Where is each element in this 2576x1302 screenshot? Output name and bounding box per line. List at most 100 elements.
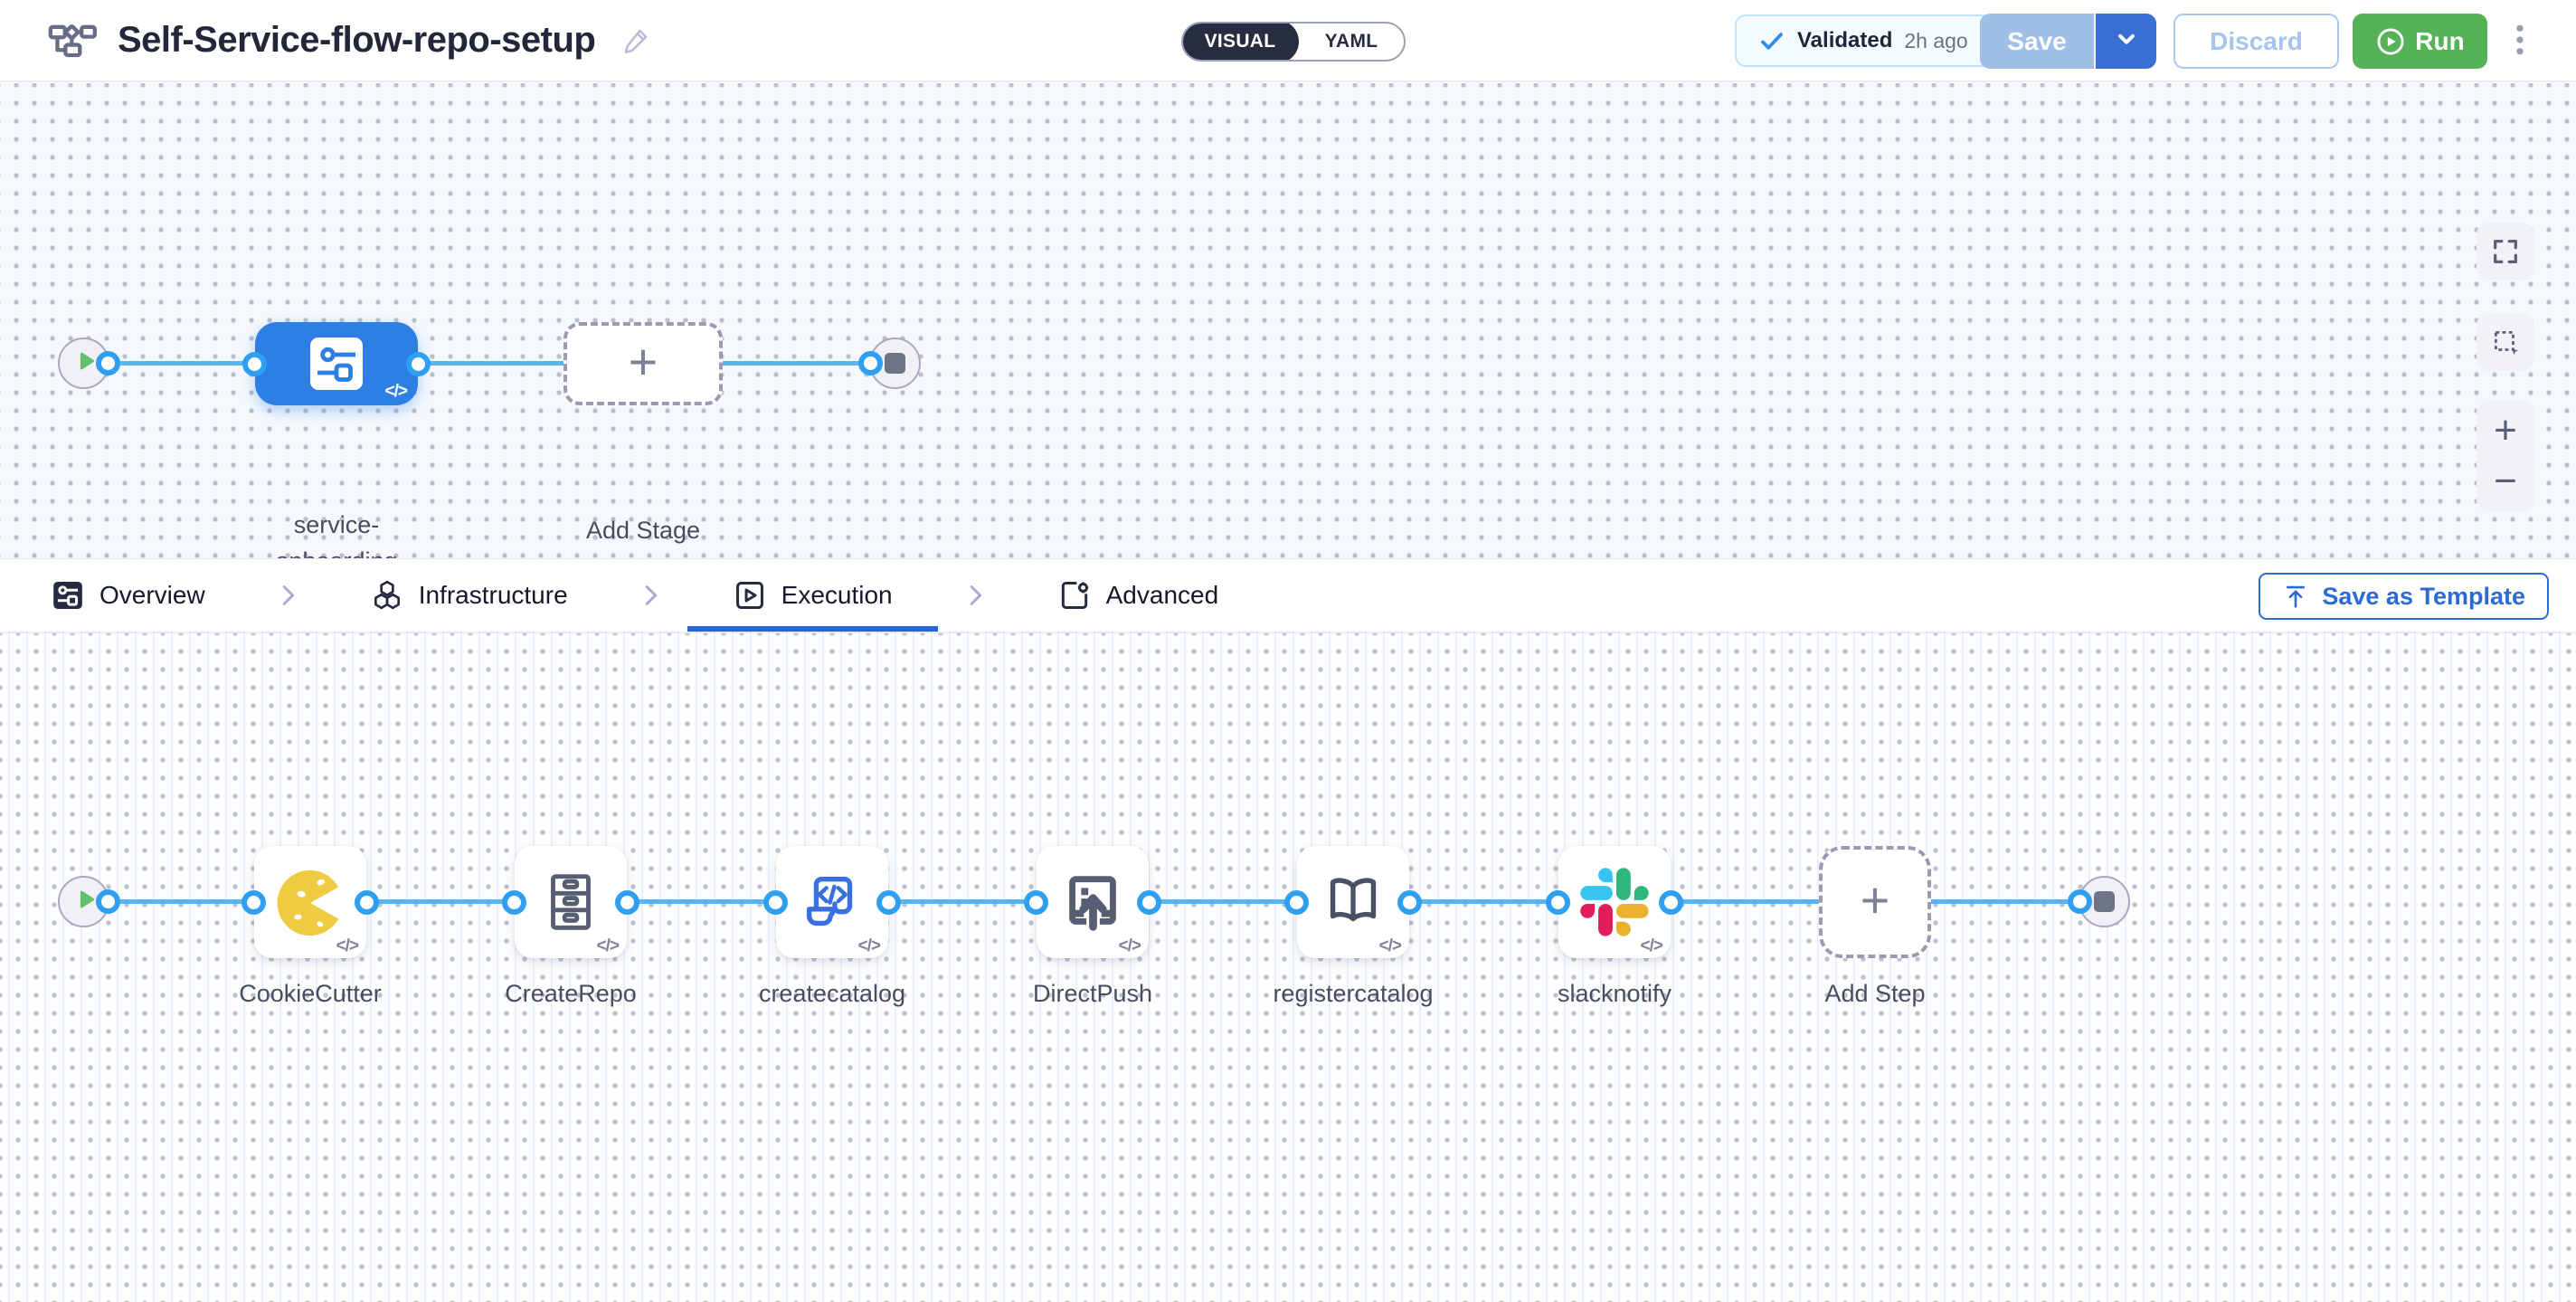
step-name-label: slacknotify <box>1557 980 1672 1007</box>
step-node-slacknotify[interactable]: </> <box>1546 846 1683 958</box>
toggle-yaml[interactable]: YAML <box>1324 31 1378 52</box>
chevron-right-icon <box>961 582 989 609</box>
zoom-in-icon: + <box>2494 408 2517 452</box>
step-name-label: registercatalog <box>1273 980 1434 1007</box>
run-play-icon <box>2375 26 2406 57</box>
execution-icon <box>733 578 767 613</box>
save-split-button: Save <box>1980 14 2156 69</box>
run-button[interactable]: Run <box>2353 14 2487 69</box>
step-node-createrepo[interactable]: </> <box>502 846 639 958</box>
visual-yaml-toggle: VISUAL YAML <box>1181 22 1406 62</box>
stop-icon <box>2094 891 2115 912</box>
step-out-port[interactable] <box>876 889 901 915</box>
tab-overview[interactable]: Overview <box>51 559 205 632</box>
step-node-cookiecutter[interactable]: </> <box>242 846 379 958</box>
upload-icon <box>2282 583 2309 610</box>
code-badge: </> <box>857 936 882 955</box>
step-in-port[interactable] <box>1546 889 1570 915</box>
stage-service-icon <box>310 337 363 390</box>
add-step-button[interactable]: + <box>1819 846 1931 958</box>
plus-icon: + <box>628 333 658 390</box>
chevron-right-icon <box>637 582 664 609</box>
step-out-port[interactable] <box>355 889 379 915</box>
tab-label: Overview <box>99 581 205 609</box>
stage-out-port[interactable] <box>406 351 431 376</box>
tab-execution[interactable]: Execution <box>687 559 938 632</box>
start-out-port[interactable] <box>96 350 120 375</box>
step-out-port[interactable] <box>1659 889 1683 915</box>
play-icon <box>70 887 99 917</box>
fullscreen-button[interactable] <box>2477 223 2534 280</box>
play-icon <box>70 348 99 378</box>
direct-push-icon <box>1057 867 1128 937</box>
end-in-port[interactable] <box>2068 889 2092 914</box>
stage-detail-tabs: Overview Infrastructure Execution Advanc… <box>0 558 2576 633</box>
step-in-port[interactable] <box>763 889 788 915</box>
save-as-template-label: Save as Template <box>2322 582 2525 610</box>
save-dropdown-button[interactable] <box>2096 14 2156 69</box>
step-in-port[interactable] <box>502 889 526 915</box>
step-node-registercatalog[interactable]: </> <box>1284 846 1422 958</box>
stage-edge-line <box>84 361 895 366</box>
tab-advanced[interactable]: Advanced <box>1057 559 1218 632</box>
step-out-port[interactable] <box>1137 889 1161 915</box>
check-icon <box>1758 27 1785 54</box>
discard-button[interactable]: Discard <box>2174 14 2339 69</box>
add-stage-button[interactable]: + <box>564 322 723 405</box>
zoom-in-button[interactable]: + <box>2477 405 2534 456</box>
stop-icon <box>885 353 905 374</box>
marquee-select-icon <box>2490 327 2521 357</box>
tab-label: Execution <box>781 581 893 609</box>
stage-node-service-onboarding[interactable]: </> <box>242 322 431 405</box>
step-name-label: CreateRepo <box>505 980 637 1007</box>
zoom-out-button[interactable]: − <box>2477 456 2534 507</box>
stage-canvas[interactable]: </> service-onboarding + Add Stage + − <box>0 83 2576 575</box>
code-badge: </> <box>1118 936 1142 955</box>
pipeline-icon <box>47 18 98 63</box>
create-catalog-icon <box>797 867 867 937</box>
create-repo-icon <box>535 867 606 937</box>
run-label: Run <box>2415 26 2465 55</box>
step-node-createcatalog[interactable]: </> <box>763 846 901 958</box>
add-stage-label: Add Stage <box>585 517 701 544</box>
flow-end-node <box>858 337 921 389</box>
more-options-button[interactable] <box>2502 15 2538 68</box>
marquee-select-button[interactable] <box>2477 313 2534 371</box>
kebab-icon <box>2505 20 2535 64</box>
tab-label: Infrastructure <box>418 581 568 609</box>
add-step-label: Add Step <box>1824 980 1926 1007</box>
step-out-port[interactable] <box>615 889 639 915</box>
step-in-port[interactable] <box>1284 889 1309 915</box>
zoom-control-group: + − <box>2477 400 2534 512</box>
start-out-port[interactable] <box>96 889 120 914</box>
code-badge: </> <box>596 936 620 955</box>
infrastructure-icon <box>370 578 404 613</box>
execution-start-node <box>58 876 120 927</box>
tab-infrastructure[interactable]: Infrastructure <box>370 559 568 632</box>
execution-end-node <box>2068 876 2130 927</box>
save-button[interactable]: Save <box>1980 14 2096 69</box>
register-catalog-icon <box>1318 867 1388 937</box>
zoom-out-icon: − <box>2494 459 2517 503</box>
step-in-port[interactable] <box>242 889 266 915</box>
code-badge: </> <box>1640 936 1664 955</box>
code-badge: </> <box>1378 936 1403 955</box>
cookiecutter-icon <box>275 867 346 937</box>
step-out-port[interactable] <box>1397 889 1422 915</box>
end-in-port[interactable] <box>858 350 883 375</box>
overview-icon <box>51 578 85 613</box>
edit-pencil-icon[interactable] <box>620 25 651 56</box>
save-as-template-button[interactable]: Save as Template <box>2259 573 2549 620</box>
stage-in-port[interactable] <box>242 351 267 376</box>
code-badge: </> <box>336 936 360 955</box>
validated-label: Validated <box>1797 28 1893 52</box>
header-bar: Self-Service-flow-repo-setup VISUAL YAML… <box>0 0 2576 82</box>
validated-badge[interactable]: Validated 2h ago <box>1735 14 1992 67</box>
execution-step-canvas[interactable]: </>CookieCutter</>CreateRepo</>createcat… <box>0 633 2576 1302</box>
toggle-visual[interactable]: VISUAL <box>1183 24 1299 60</box>
advanced-icon <box>1057 578 1092 613</box>
step-in-port[interactable] <box>1024 889 1048 915</box>
step-node-directpush[interactable]: </> <box>1024 846 1161 958</box>
plus-icon: + <box>1860 871 1890 928</box>
